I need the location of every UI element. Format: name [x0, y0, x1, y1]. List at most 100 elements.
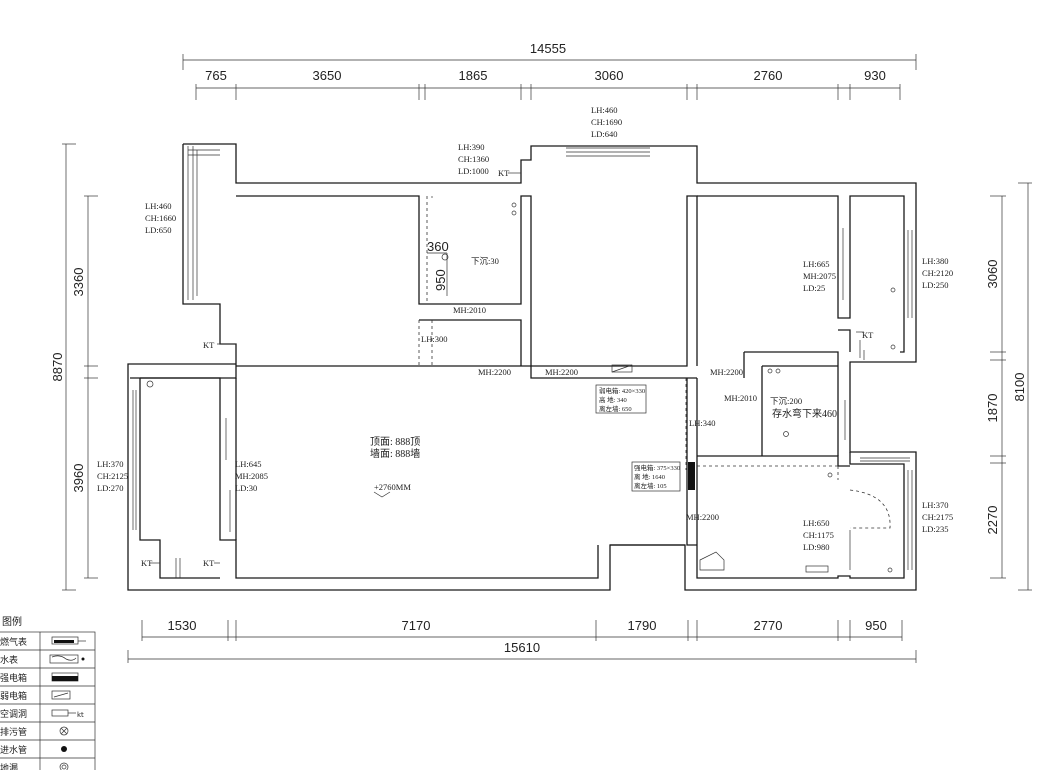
wall-label: 墙面: 888墙	[370, 447, 420, 460]
dim-right-1: 1870	[985, 394, 1000, 423]
w-top-mid-2: LD:1000	[458, 166, 489, 176]
walls	[127, 143, 917, 591]
legend-item-6: 进水管	[0, 744, 27, 756]
kitchen-1: CH:1175	[803, 530, 834, 540]
water-meter-icon	[49, 654, 85, 664]
dim-right-total: 8100	[1012, 373, 1027, 402]
dim-bottom-2: 1790	[628, 618, 657, 633]
dim-bottom-total: 15610	[504, 640, 540, 655]
w-right-bed-2: LD:250	[922, 280, 948, 290]
w-right-bed-0: LH:380	[922, 256, 948, 266]
dim-bottom-4: 950	[865, 618, 887, 633]
mh-label-4: MH:2010	[453, 305, 486, 315]
legend-title: 图例	[2, 615, 22, 628]
strong-box-info	[631, 461, 681, 492]
door-left-low-0: LH:645	[235, 459, 261, 469]
left-dimensions: 8870 3360 3960	[50, 143, 98, 591]
dim-bottom-1: 7170	[402, 618, 431, 633]
bottom-dimensions: 1530 7170 1790 2770 950 15610	[127, 618, 917, 663]
box2-line0: 强电箱: 375×330	[634, 463, 680, 472]
w-top-center-1: CH:1690	[591, 117, 622, 127]
dim-360: 360	[427, 239, 449, 254]
door-left-low-2: LD:30	[235, 483, 257, 493]
pipe-icon	[827, 472, 833, 478]
dim-top-1: 3650	[313, 68, 342, 83]
pipe-icon	[775, 368, 781, 374]
legend-item-2: 强电箱	[0, 672, 27, 684]
floor-drain-icon	[441, 253, 449, 261]
door-left-low-1: MH:2085	[235, 471, 268, 481]
dim-top-4: 2760	[754, 68, 783, 83]
mh-label-2: MH:2200	[545, 367, 578, 377]
pipe-icon	[146, 380, 154, 388]
dim-top-5: 930	[864, 68, 886, 83]
bath-drop-label: 下沉:30	[471, 256, 499, 266]
pipe-icon	[890, 344, 896, 350]
legend-item-3: 弱电箱	[0, 690, 27, 702]
w-top-center-2: LD:640	[591, 129, 617, 139]
strong-box-icon	[688, 462, 695, 490]
mh-label-1: MH:2200	[478, 367, 511, 377]
annotations: LH:460 CH:1660 LD:650 LH:390 CH:1360 LD:…	[97, 105, 953, 568]
w-top-left-2: LD:650	[145, 225, 171, 235]
mh-label-3: MH:2200	[710, 367, 743, 377]
level-label: +2760MM	[374, 482, 411, 492]
pipe-icon	[767, 368, 773, 374]
w-right-low-1: CH:2175	[922, 512, 953, 522]
door-right-bed-0: LH:665	[803, 259, 829, 269]
legend-item-1: 水表	[0, 654, 18, 666]
dim-left-1: 3960	[71, 464, 86, 493]
weak-box-info	[595, 384, 647, 414]
gas-meter-icon	[51, 636, 86, 645]
trap-label: 存水弯下来460	[772, 407, 837, 420]
dim-left-total: 8870	[50, 353, 65, 382]
w-left-low-0: LH:370	[97, 459, 123, 469]
dim-right-2: 2270	[985, 506, 1000, 535]
kt-label-5: KT	[203, 558, 215, 568]
ac-hole-icon: kt	[51, 709, 84, 719]
dashed-lines	[418, 196, 891, 529]
kt-label-2: KT	[203, 340, 215, 350]
fixtures	[146, 172, 896, 573]
dim-left-0: 3360	[71, 268, 86, 297]
kitchen-2: LD:980	[803, 542, 829, 552]
dim-top-0: 765	[205, 68, 227, 83]
door-leaves	[225, 228, 851, 570]
weak-box-icon	[51, 690, 71, 700]
floor-drain-icon	[59, 762, 69, 770]
box2-line2: 离左墙: 105	[634, 481, 667, 490]
mh-label-5: MH:2010	[724, 393, 757, 403]
pipe-icon	[887, 567, 893, 573]
pipe-icon	[511, 210, 517, 216]
bath2-drop-label: 下沉:200	[770, 396, 802, 406]
bath-markers	[427, 252, 448, 296]
dim-top-total: 14555	[530, 41, 566, 56]
w-top-center-0: LH:460	[591, 105, 617, 115]
legend-item-4: 空调洞	[0, 708, 27, 720]
mh-label-6: MH:2200	[686, 512, 719, 522]
box1-line2: 离左墙: 650	[599, 404, 632, 413]
dim-bottom-3: 2770	[754, 618, 783, 633]
top-dimensions: 14555 765 3650 1865 3060 2760 930	[182, 41, 917, 100]
w-top-left-1: CH:1660	[145, 213, 176, 223]
w-right-low-0: LH:370	[922, 500, 948, 510]
legend: 图例 燃气表 水表 强电箱 弱电箱 空调洞 排污管 进水管 地漏	[0, 615, 96, 770]
legend-item-5: 排污管	[0, 726, 27, 738]
box1-line1: 高 地: 340	[599, 395, 627, 404]
kt-label: KT	[498, 168, 510, 178]
dim-bottom-0: 1530	[168, 618, 197, 633]
dim-top-3: 3060	[595, 68, 624, 83]
w-left-low-1: CH:2125	[97, 471, 128, 481]
w-top-mid-1: CH:1360	[458, 154, 489, 164]
sewage-pipe-icon	[59, 726, 69, 736]
w-right-bed-1: CH:2120	[922, 268, 953, 278]
svg-text:kt: kt	[77, 711, 84, 719]
door-right-bed-2: LD:25	[803, 283, 825, 293]
ceiling-label: 顶面: 888顶	[370, 436, 420, 448]
lh-label-340: LH:340	[689, 418, 715, 428]
w-right-low-2: LD:235	[922, 524, 948, 534]
right-dimensions: 8100 3060 1870 2270	[985, 182, 1032, 591]
kitchen-0: LH:650	[803, 518, 829, 528]
dim-right-0: 3060	[985, 260, 1000, 289]
